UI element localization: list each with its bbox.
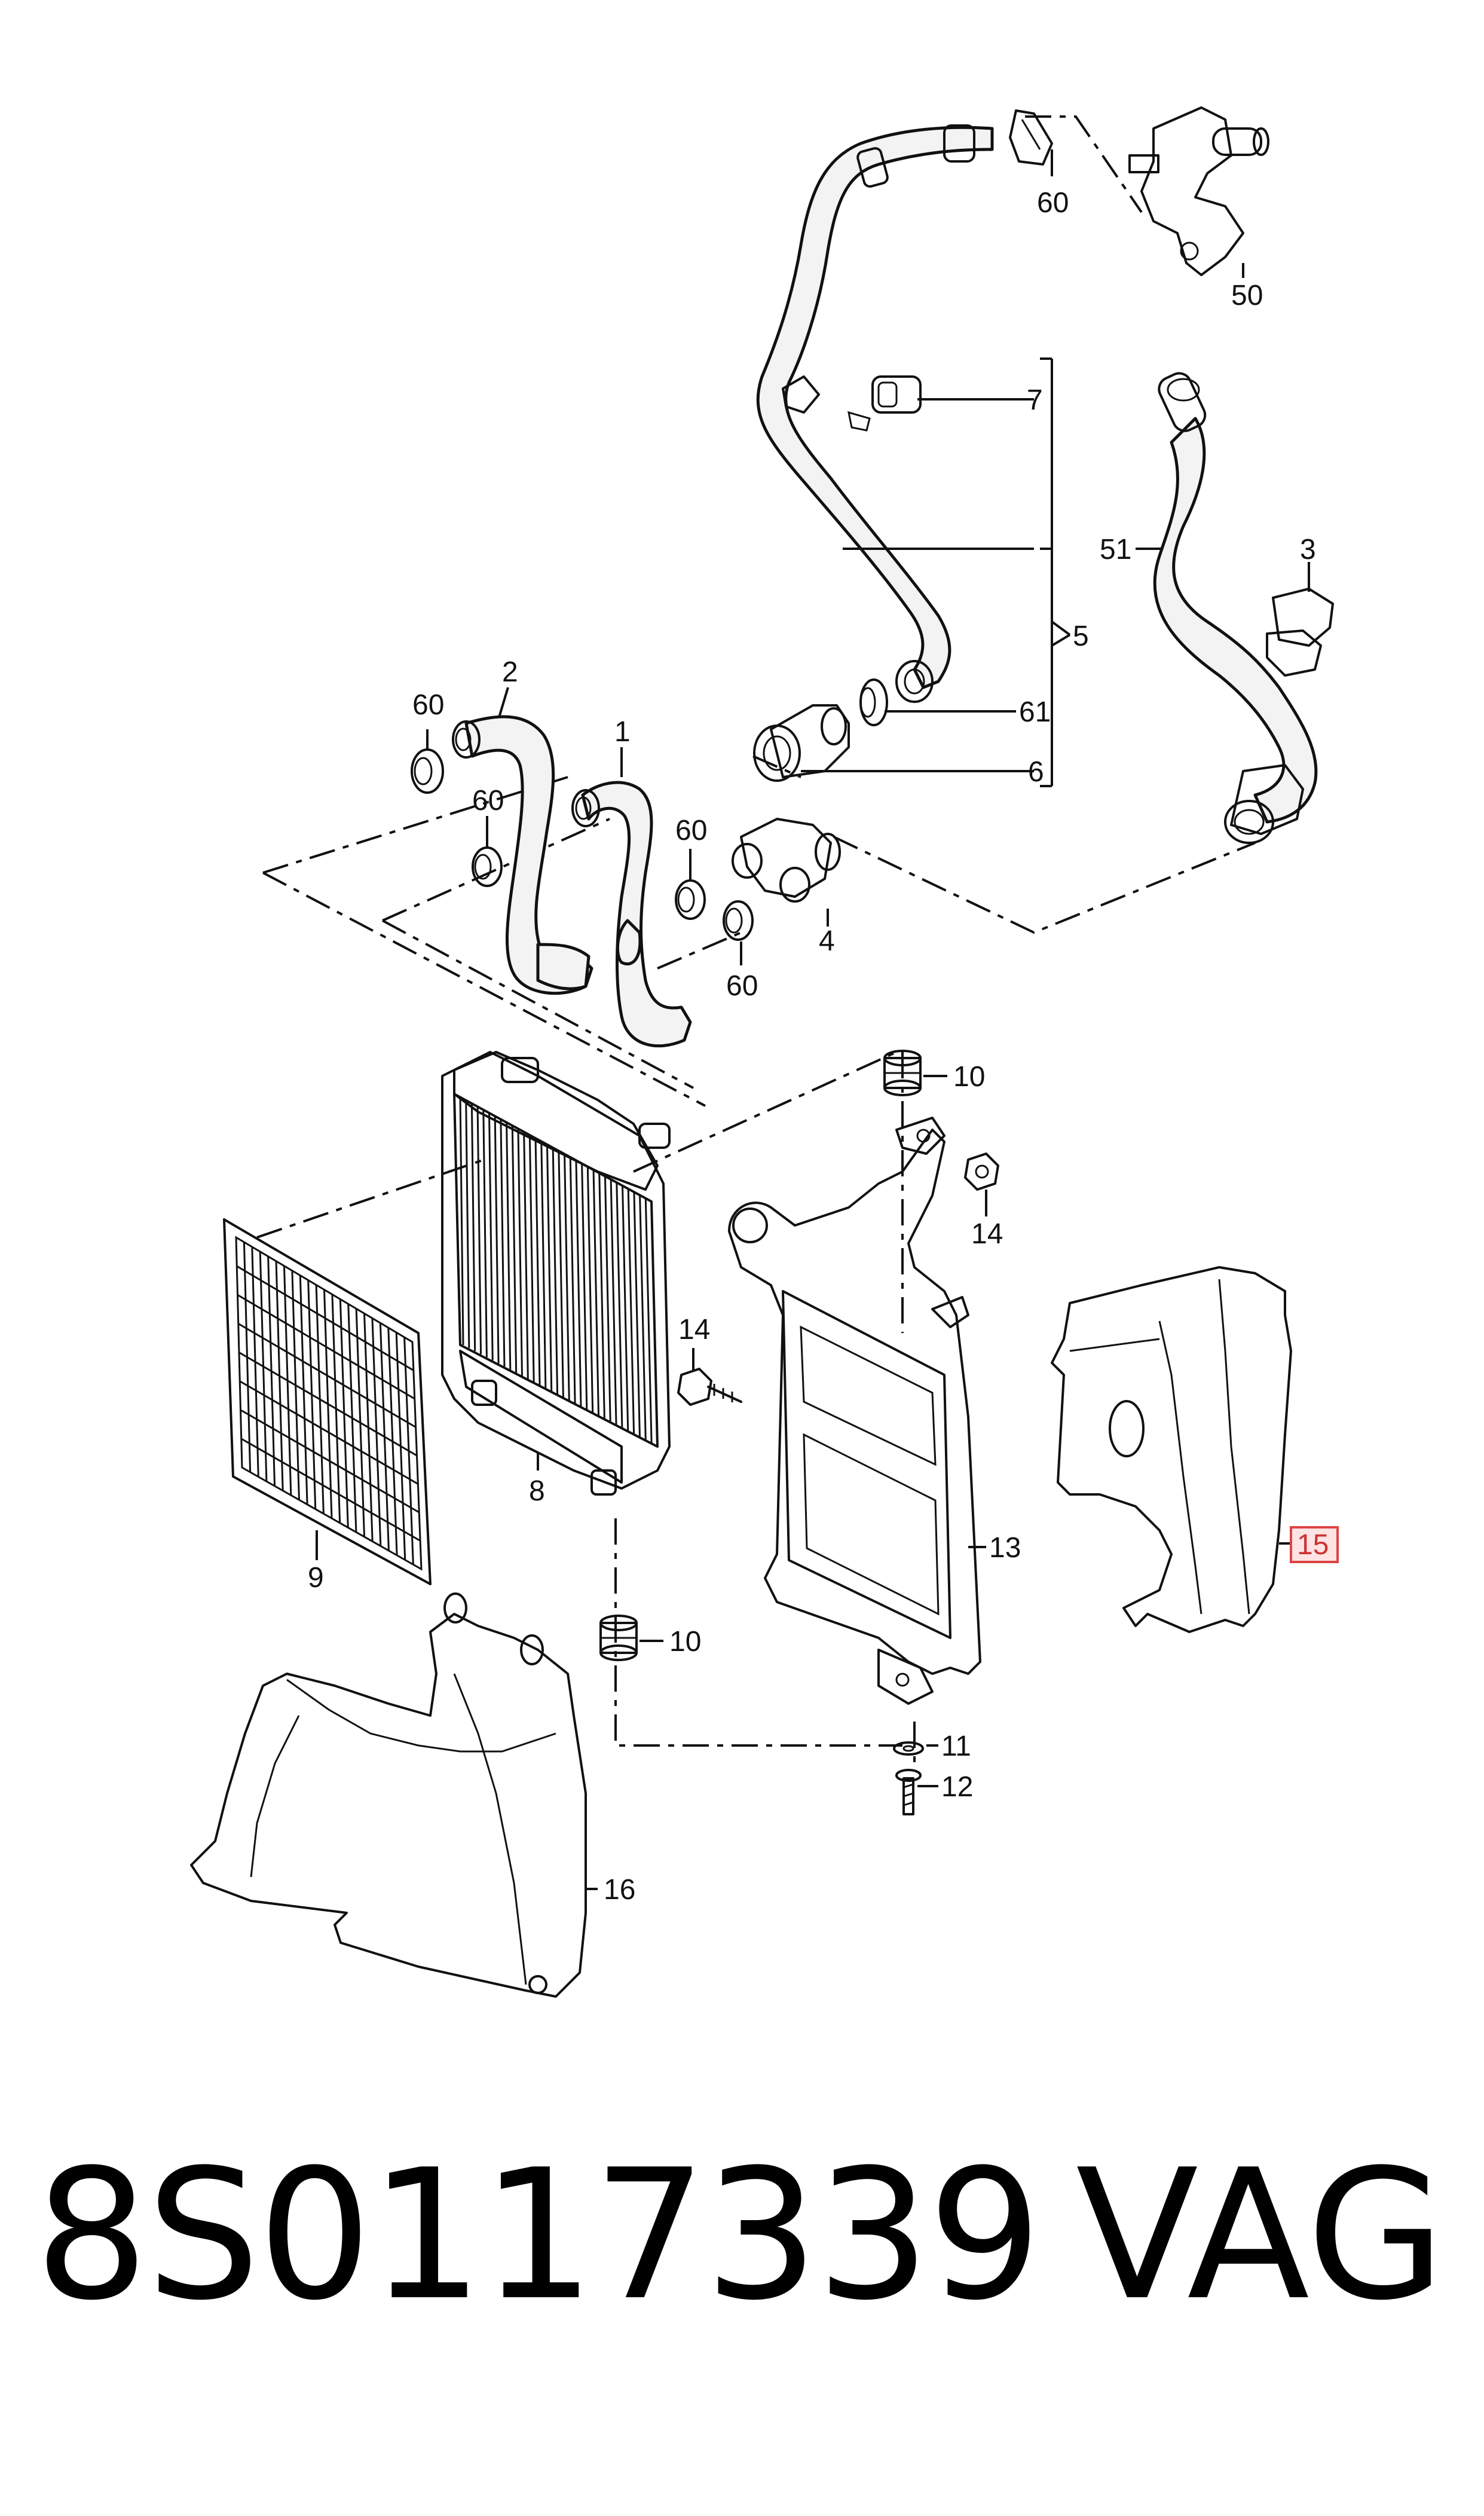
callout-5: 5 xyxy=(1073,620,1089,652)
callout-61: 61 xyxy=(1019,696,1051,728)
hose-part-1 xyxy=(571,781,692,1048)
callout-2: 2 xyxy=(502,656,518,688)
hose-part-51 xyxy=(1153,372,1318,844)
grommet-part-10-bottom xyxy=(599,1615,638,1661)
callout-50: 50 xyxy=(1231,280,1263,311)
callout-60-mid: 60 xyxy=(675,815,707,846)
grille-part-9 xyxy=(223,1218,432,1585)
valve-part-50 xyxy=(1128,106,1269,276)
assembly-guide-lines xyxy=(256,115,1256,1769)
callout-10-top: 10 xyxy=(953,1061,985,1093)
callout-8: 8 xyxy=(529,1475,545,1507)
callout-60-top: 60 xyxy=(1037,187,1069,219)
callout-12: 12 xyxy=(941,1771,973,1803)
callout-3: 3 xyxy=(1300,534,1316,565)
part-number-label: 8S0117339 xyxy=(35,2131,1042,2340)
hose-part-5 xyxy=(756,124,994,689)
screw-part-12 xyxy=(895,1769,922,1815)
connector-part-6 xyxy=(753,704,850,782)
grille-mesh xyxy=(236,1242,421,1565)
callout-16: 16 xyxy=(604,1874,635,1906)
hose-clip-60-left-upper xyxy=(411,748,444,794)
clamp-part-61 xyxy=(859,660,934,726)
callout-9: 9 xyxy=(308,1562,324,1594)
bracket-clip-part-7 xyxy=(782,375,922,432)
hose-part-2 xyxy=(452,715,593,995)
radiator-part-8 xyxy=(441,1051,671,1496)
hose-clip-60-left-lower xyxy=(472,846,503,887)
hose-clip-60-top xyxy=(1009,109,1053,166)
callout-13: 13 xyxy=(989,1532,1021,1564)
washer-part-11 xyxy=(893,1741,924,1756)
leader-lines xyxy=(316,149,1310,1890)
callout-14-left: 14 xyxy=(678,1314,710,1346)
callout-1: 1 xyxy=(614,716,631,748)
hose-clip-60-right xyxy=(723,900,754,941)
callout-7: 7 xyxy=(1027,384,1043,416)
bolt-part-14-left xyxy=(677,1368,742,1406)
hose-clip-60-mid xyxy=(675,879,706,920)
callout-15: 15 xyxy=(1297,1529,1329,1561)
callout-6: 6 xyxy=(1028,756,1044,788)
callout-60-left-upper: 60 xyxy=(412,689,444,721)
air-duct-part-16 xyxy=(190,1592,587,1998)
callout-11: 11 xyxy=(941,1731,971,1762)
bracket-part-13 xyxy=(728,1117,981,1705)
callouts: 60 50 7 51 3 5 61 6 2 1 60 60 60 60 4 10… xyxy=(308,187,1339,1906)
brand-label: VAG xyxy=(1076,2131,1446,2340)
air-duct-part-15 xyxy=(1051,1266,1292,1633)
clip-part-3 xyxy=(1266,588,1334,677)
t-connector-part-4 xyxy=(732,818,841,903)
nut-part-14-top xyxy=(964,1152,999,1191)
callout-60-right: 60 xyxy=(726,970,758,1002)
grommet-part-10-top xyxy=(883,1050,922,1096)
callout-10-bottom: 10 xyxy=(669,1626,701,1658)
callout-60-left-lower: 60 xyxy=(472,785,504,817)
radiator-fins xyxy=(459,1096,659,1447)
callout-14-top: 14 xyxy=(971,1218,1003,1250)
callout-4: 4 xyxy=(819,925,835,957)
callout-51: 51 xyxy=(1100,534,1131,565)
callout-15-highlight-box xyxy=(1290,1526,1339,1563)
